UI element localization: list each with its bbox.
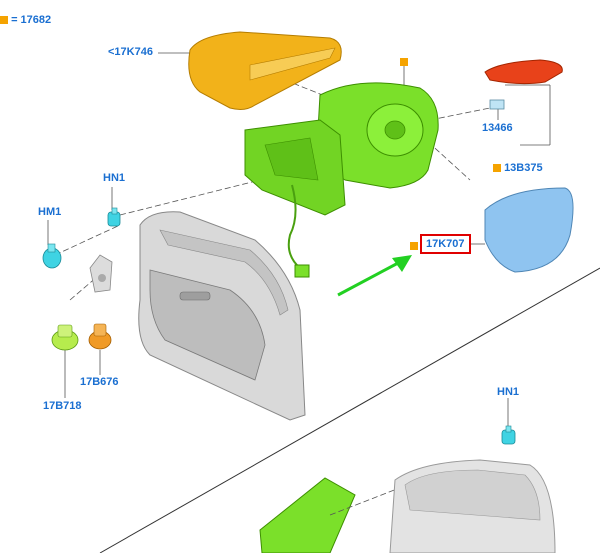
bracket-hole bbox=[98, 274, 106, 282]
callout-cover[interactable]: <17K746 bbox=[108, 46, 153, 58]
13b375-marker-icon bbox=[493, 164, 501, 173]
mirror-cover-rim bbox=[249, 47, 336, 81]
callout-hn1-top[interactable]: HN1 bbox=[103, 172, 126, 184]
housing-marker-icon bbox=[400, 58, 408, 67]
mirror-motor-hub bbox=[384, 120, 406, 140]
lower-door-window bbox=[404, 469, 541, 521]
callout-hn1-bottom[interactable]: HN1 bbox=[497, 386, 520, 398]
legend-text: = 17682 bbox=[11, 14, 52, 26]
turn-indicator bbox=[484, 59, 563, 85]
nut-hn1-top bbox=[107, 207, 121, 227]
mirror-trim-bracket bbox=[89, 254, 113, 293]
green-arrow bbox=[337, 255, 412, 297]
legend-marker-icon bbox=[0, 16, 8, 25]
callout-17b676[interactable]: 17B676 bbox=[80, 376, 119, 388]
13b375-text: 13B375 bbox=[504, 162, 543, 174]
door-window-frame bbox=[159, 229, 289, 316]
door-handle bbox=[179, 291, 211, 301]
callout-glass-marker bbox=[410, 240, 418, 252]
wiring-harness bbox=[287, 184, 301, 269]
door-trim-panel bbox=[149, 269, 266, 381]
callout-glass-highlighted[interactable]: 17K707 bbox=[420, 234, 471, 254]
harness-connector bbox=[294, 264, 310, 278]
legend-label: = 17682 bbox=[0, 14, 51, 26]
clip-17b676 bbox=[88, 323, 112, 350]
screw-hm1 bbox=[42, 243, 62, 269]
indicator-bulb-socket bbox=[489, 99, 505, 110]
callout-marker-housing bbox=[400, 56, 408, 68]
clip-17b718 bbox=[51, 324, 79, 351]
mirror-base-detail bbox=[264, 137, 319, 181]
callout-17b718[interactable]: 17B718 bbox=[43, 400, 82, 412]
callout-hm1[interactable]: HM1 bbox=[38, 206, 62, 218]
section-divider-line bbox=[99, 267, 600, 553]
glass-marker-icon bbox=[410, 242, 418, 251]
callout-13466[interactable]: 13466 bbox=[482, 122, 513, 134]
lower-mirror-base bbox=[259, 477, 356, 553]
mirror-glass bbox=[484, 187, 574, 273]
callout-13b375[interactable]: 13B375 bbox=[493, 162, 543, 174]
lower-leader-line bbox=[329, 479, 421, 516]
nut-hn1-bottom bbox=[501, 425, 516, 445]
